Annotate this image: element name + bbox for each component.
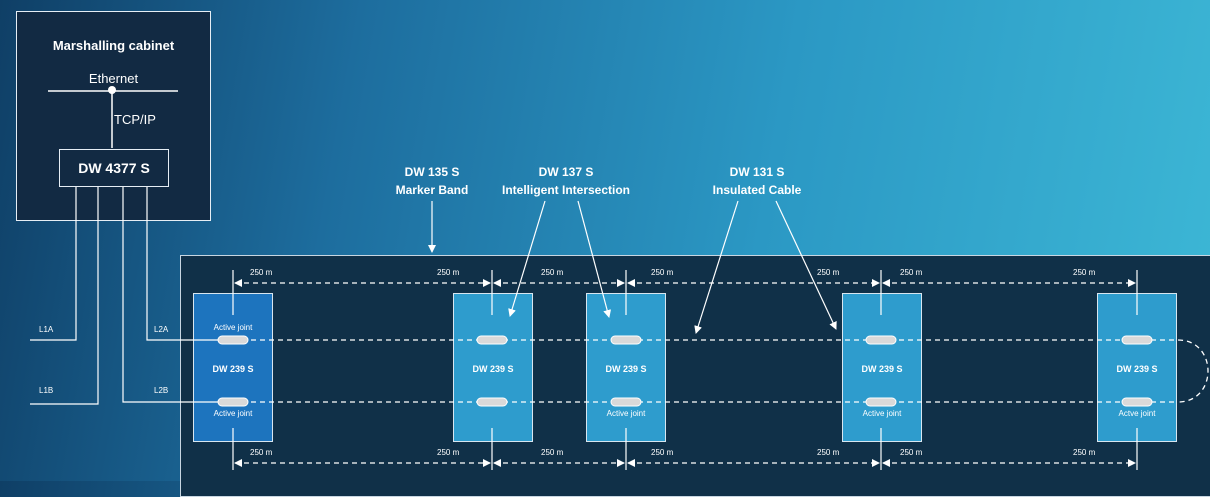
controller-box: DW 4377 S xyxy=(59,149,169,187)
lead-l2a xyxy=(146,187,233,341)
dimension-lines xyxy=(234,279,1136,467)
callout-code: DW 137 S xyxy=(538,165,594,179)
callout-arrow-intersection-b xyxy=(577,200,612,318)
callout-intelligent-intersection: DW 137 S Intelligent Intersection xyxy=(486,163,646,199)
joint-label: DW 239 S xyxy=(472,364,514,374)
field-area xyxy=(180,255,1210,497)
distance-label: 250 m xyxy=(437,268,460,277)
joint-bottom-label: Active joint xyxy=(862,409,902,418)
joint-4: DW 239 S Active joint xyxy=(842,293,922,442)
distance-label: 250 m xyxy=(651,268,674,277)
lead-l2b xyxy=(122,187,233,403)
callout-name: Marker Band xyxy=(395,183,469,197)
lead-l1b xyxy=(30,187,99,405)
joint-ticks xyxy=(232,270,1138,470)
distance-label: 250 m xyxy=(1073,268,1096,277)
joint-top-label: Active joint xyxy=(213,323,253,332)
joint-2: DW 239 S xyxy=(453,293,533,442)
controller-label: DW 4377 S xyxy=(78,160,150,176)
joint-label: DW 239 S xyxy=(212,364,254,374)
callout-arrow-cable-a xyxy=(694,200,739,334)
distance-label: 250 m xyxy=(817,448,840,457)
ethernet-label: Ethernet xyxy=(88,71,139,86)
callout-name: Intelligent Intersection xyxy=(501,183,630,197)
callout-code: DW 131 S xyxy=(729,165,785,179)
distance-label: 250 m xyxy=(651,448,674,457)
callout-arrow-intersection-a xyxy=(508,200,546,317)
joint-1: Active joint DW 239 S Active joint xyxy=(193,293,273,442)
cable-return xyxy=(1177,339,1209,403)
distance-label: 250 m xyxy=(900,448,923,457)
distance-label: 250 m xyxy=(250,448,273,457)
distance-label: 250 m xyxy=(541,268,564,277)
distance-label: 250 m xyxy=(437,448,460,457)
loop-l1a-label: L1A xyxy=(39,325,54,334)
loop-l2b-label: L2B xyxy=(154,386,169,395)
loop-l1b-label: L1B xyxy=(39,386,54,395)
marker-bands xyxy=(217,335,1153,407)
loop-l2a-label: L2A xyxy=(154,325,169,334)
joint-bottom-label: Actve joint xyxy=(1118,409,1156,418)
joint-bottom-label: Active joint xyxy=(213,409,253,418)
callout-code: DW 135 S xyxy=(404,165,460,179)
lead-l1a xyxy=(30,187,77,341)
callout-arrow-cable-b xyxy=(775,200,837,330)
diagram-lines xyxy=(30,86,1209,470)
marshalling-cabinet: Marshalling cabinet Ethernet TCP/IP DW 4… xyxy=(16,11,211,221)
tcpip-label: TCP/IP xyxy=(114,112,156,127)
joint-3: DW 239 S Active joint xyxy=(586,293,666,442)
callout-marker-band: DW 135 S Marker Band xyxy=(372,163,492,199)
callout-insulated-cable: DW 131 S Insulated Cable xyxy=(697,163,817,199)
distance-label: 250 m xyxy=(900,268,923,277)
callout-name: Insulated Cable xyxy=(712,183,802,197)
joint-label: DW 239 S xyxy=(1116,364,1158,374)
distance-label: 250 m xyxy=(250,268,273,277)
distance-label: 250 m xyxy=(1073,448,1096,457)
joint-label: DW 239 S xyxy=(605,364,647,374)
joint-label: DW 239 S xyxy=(861,364,903,374)
cabinet-title: Marshalling cabinet xyxy=(52,38,175,53)
distance-label: 250 m xyxy=(817,268,840,277)
joint-bottom-label: Active joint xyxy=(606,409,646,418)
distance-label: 250 m xyxy=(541,448,564,457)
joint-5: DW 239 S Actve joint xyxy=(1097,293,1177,442)
